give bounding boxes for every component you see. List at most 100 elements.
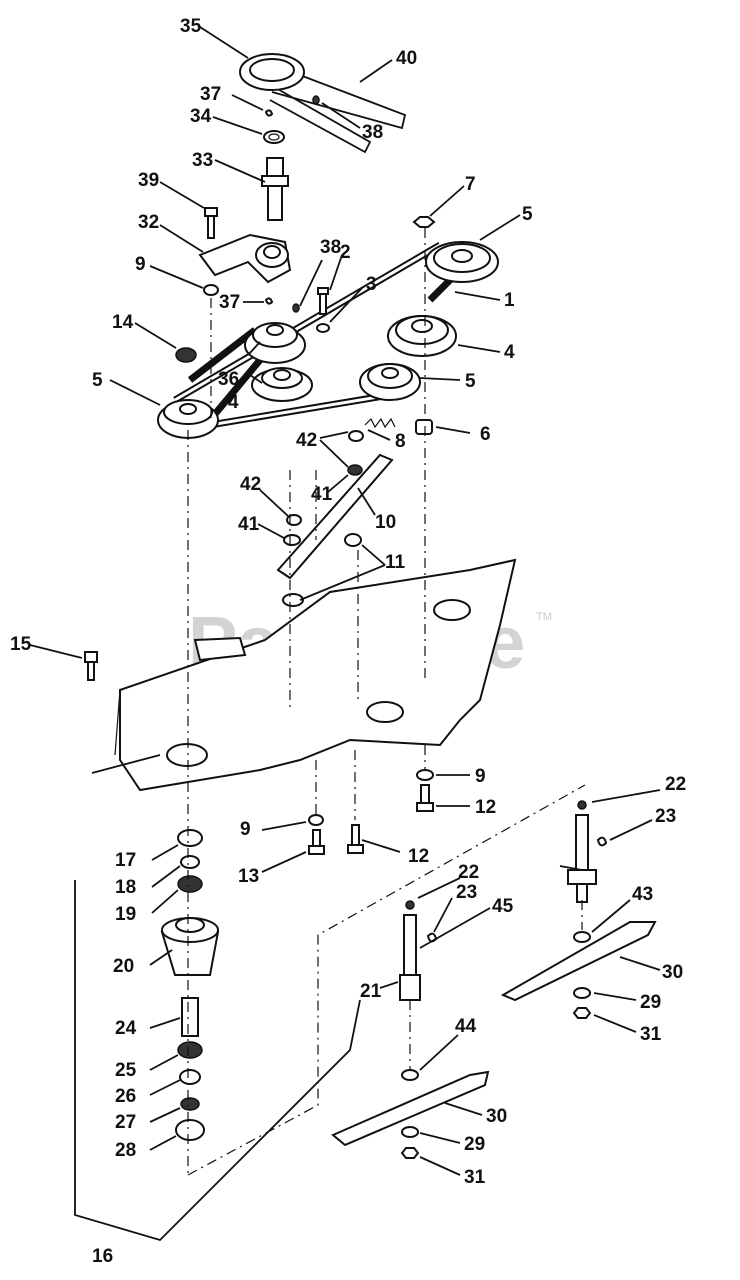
bolt-2	[317, 287, 329, 315]
label-23-right: 23	[655, 806, 676, 827]
label-24: 24	[115, 1018, 137, 1039]
label-29-center: 29	[464, 1134, 485, 1155]
label-14: 14	[112, 312, 134, 333]
label-45: 45	[492, 896, 514, 917]
key-37-top	[264, 109, 274, 117]
grease-fitting-22-center	[405, 900, 415, 910]
leader-lines	[29, 26, 661, 1176]
label-38-mid: 38	[320, 237, 341, 258]
bolt-12-right	[416, 784, 434, 812]
label-28: 28	[115, 1140, 136, 1161]
label-22-center: 22	[458, 862, 479, 883]
watermark-tm: TM	[536, 611, 552, 623]
spacer-27	[180, 1097, 200, 1111]
label-17: 17	[115, 850, 136, 871]
seal-28	[175, 1119, 205, 1141]
label-41-lower: 41	[238, 514, 260, 535]
label-42-upper: 42	[296, 430, 317, 451]
washer-3	[316, 323, 330, 333]
pulley-5-left	[157, 399, 219, 439]
bolt-12-center	[347, 824, 364, 854]
label-6: 6	[480, 424, 491, 445]
label-5-left: 5	[92, 370, 103, 391]
label-8: 8	[395, 431, 406, 452]
top-pulley-35	[239, 53, 407, 154]
bolt-39	[204, 207, 218, 239]
spindle-shaft-45	[567, 814, 597, 903]
nut-31-right	[572, 1007, 592, 1019]
label-27: 27	[115, 1112, 136, 1133]
pulley-4-right	[387, 315, 457, 357]
label-23-center: 23	[456, 882, 477, 903]
bearing-25	[177, 1041, 203, 1059]
label-36: 36	[218, 369, 239, 390]
label-33: 33	[192, 150, 213, 171]
label-25: 25	[115, 1060, 137, 1081]
label-22-right: 22	[665, 774, 686, 795]
label-4-left: 4	[228, 392, 239, 413]
washer-9-top	[203, 284, 219, 296]
snap-ring-34	[263, 130, 285, 144]
washer-44	[401, 1069, 419, 1081]
callout-labels: 35 40 37 34 38 33 39 32 9 7 5 38 2 3 1 3…	[10, 16, 686, 1267]
label-29-right: 29	[640, 992, 661, 1013]
spacer-6	[415, 419, 433, 435]
label-41-upper: 41	[311, 484, 333, 505]
label-37-top: 37	[200, 84, 221, 105]
pulley-4-left	[251, 367, 313, 402]
washer-29-center	[401, 1126, 419, 1138]
label-32: 32	[138, 212, 159, 233]
idler-arm-10	[276, 453, 394, 580]
label-40: 40	[396, 48, 417, 69]
label-31-right: 31	[640, 1024, 662, 1045]
label-11: 11	[385, 552, 406, 573]
label-7: 7	[465, 174, 476, 195]
label-9-top: 9	[135, 254, 146, 275]
label-10: 10	[375, 512, 396, 533]
pulley-5-center	[359, 363, 421, 401]
washer-29-right	[573, 987, 591, 999]
bolt-13	[308, 829, 325, 855]
washer-41-lower	[283, 534, 301, 546]
shaft-33	[261, 157, 289, 221]
label-9-right: 9	[475, 766, 486, 787]
spindle-housing-20	[160, 917, 220, 976]
nut-14	[175, 347, 197, 363]
pulley-5-right	[425, 241, 499, 283]
grease-fitting-22-right	[577, 800, 587, 810]
nut-42-lower	[286, 514, 302, 526]
key-23-right	[596, 836, 608, 847]
label-13: 13	[238, 866, 259, 887]
label-38-top: 38	[362, 122, 383, 143]
label-4-right: 4	[504, 342, 515, 363]
blade-30-center	[331, 1070, 490, 1147]
bolt-15	[84, 651, 98, 681]
label-30-right: 30	[662, 962, 683, 983]
label-2: 2	[340, 242, 351, 263]
spacer-26	[179, 1069, 201, 1085]
label-20: 20	[113, 956, 134, 977]
deck-housing	[114, 558, 517, 792]
key-38-mid	[292, 303, 300, 313]
label-15: 15	[10, 634, 32, 655]
label-5-right: 5	[522, 204, 533, 225]
label-18: 18	[115, 877, 136, 898]
key-38-top	[312, 95, 320, 105]
spacer-18	[180, 855, 200, 869]
label-30-center: 30	[486, 1106, 507, 1127]
label-42-lower: 42	[240, 474, 261, 495]
pulley-36	[244, 322, 306, 364]
label-9-center: 9	[240, 819, 251, 840]
shaft-24	[181, 997, 199, 1037]
label-34: 34	[190, 106, 212, 127]
label-16: 16	[92, 1246, 113, 1267]
label-12-right: 12	[475, 797, 496, 818]
bracket-32	[198, 233, 292, 284]
washer-9-center	[308, 814, 324, 826]
label-12-center: 12	[408, 846, 429, 867]
label-43: 43	[632, 884, 653, 905]
bushing-11	[282, 533, 362, 607]
seal-17	[177, 829, 203, 847]
label-19: 19	[115, 904, 136, 925]
